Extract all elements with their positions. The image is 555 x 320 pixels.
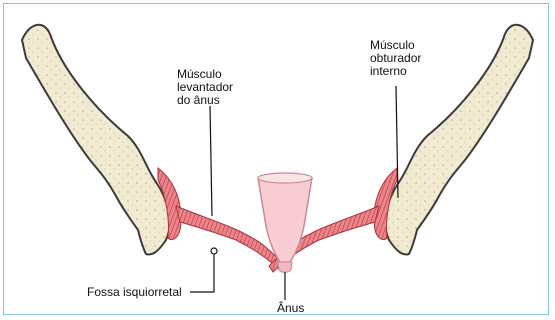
fossa-leader-line [190,254,214,292]
fossa-marker [211,248,217,254]
ischioanal-fossa-label: Fossa isquiorretal [87,286,182,299]
levator-ani-label: Músculo levantador do ânus [177,68,233,107]
rectum-opening [258,173,312,183]
anal-canal [278,262,292,272]
left-hip-bone [22,25,170,255]
anus-label: Ânus [277,302,304,315]
obturator-internus-label: Músculo obturador interno [370,39,421,78]
levator-leader-line [210,106,212,216]
